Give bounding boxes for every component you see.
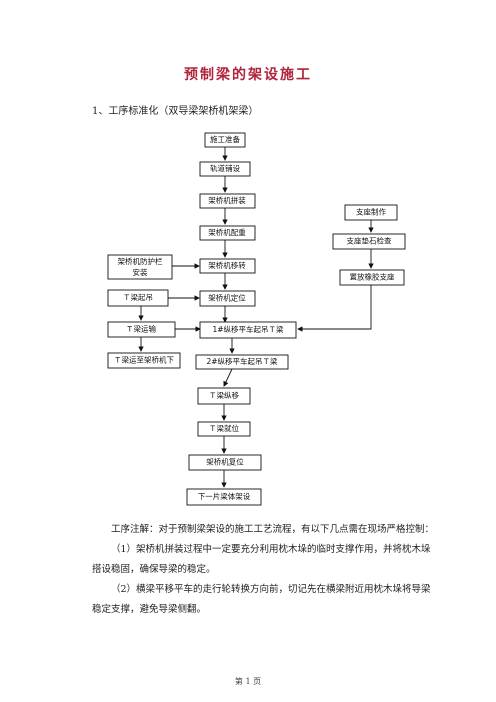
flow-node-bearing-place: 置放橡胶支座 — [339, 269, 405, 286]
flow-node-guardrail: 架桥机防护栏 安装 — [107, 254, 173, 280]
svg-text:1#纵移平车起吊Ｔ梁: 1#纵移平车起吊Ｔ梁 — [212, 324, 284, 334]
flow-node-move: 架桥机移转 — [199, 258, 256, 274]
svg-text:架桥机拼装: 架桥机拼装 — [208, 195, 246, 205]
svg-text:支座垫石检查: 支座垫石检查 — [347, 236, 392, 246]
flow-connectors — [138, 147, 374, 488]
section-heading: 1、工序标准化（双导梁架桥机架梁） — [92, 106, 259, 117]
flow-node-lift-2: 2#纵移平车起吊Ｔ梁 — [195, 354, 289, 370]
svg-text:架桥机定位: 架桥机定位 — [208, 293, 246, 303]
svg-text:安装: 安装 — [133, 267, 148, 277]
flow-node-bearing-check: 支座垫石检查 — [332, 233, 406, 250]
svg-text:支座制作: 支座制作 — [356, 207, 386, 217]
svg-text:架桥机复位: 架桥机复位 — [206, 457, 244, 467]
flow-node-prep: 施工准备 — [204, 132, 246, 148]
flow-node-next: 下一片梁体架设 — [186, 488, 262, 506]
flow-node-reset: 架桥机复位 — [188, 454, 262, 471]
svg-text:轨道铺设: 轨道铺设 — [210, 163, 240, 173]
flow-node-seat: Ｔ梁就位 — [197, 421, 251, 437]
flowchart: 施工准备 轨道铺设 架桥机拼装 架桥机配重 架桥机移转 架桥机定位 1#纵移平车… — [107, 132, 406, 506]
flow-node-beam-transport: Ｔ梁运输 — [107, 321, 176, 338]
svg-text:置放橡胶支座: 置放橡胶支座 — [350, 272, 395, 282]
flow-node-track: 轨道铺设 — [199, 161, 251, 177]
svg-text:架桥机配重: 架桥机配重 — [208, 227, 246, 237]
svg-text:Ｔ梁起吊: Ｔ梁起吊 — [123, 293, 153, 302]
flow-node-counterweight: 架桥机配重 — [199, 225, 256, 241]
svg-text:2#纵移平车起吊Ｔ梁: 2#纵移平车起吊Ｔ梁 — [206, 356, 278, 366]
svg-text:架桥机移转: 架桥机移转 — [208, 260, 246, 270]
svg-text:下一片梁体架设: 下一片梁体架设 — [198, 491, 251, 501]
flow-node-beam-lift: Ｔ梁起吊 — [107, 289, 169, 307]
flow-node-position: 架桥机定位 — [199, 290, 256, 307]
svg-text:施工准备: 施工准备 — [210, 134, 240, 144]
svg-text:Ｔ梁就位: Ｔ梁就位 — [209, 423, 239, 433]
svg-text:Ｔ梁运至架桥机下: Ｔ梁运至架桥机下 — [114, 355, 174, 365]
note-item-2: （2）横梁平移平车的走行轮转换方向前，切记先在横梁附近用枕木垛将导梁稳定支撑，避… — [92, 584, 431, 615]
flow-node-bearing-make: 支座制作 — [344, 204, 398, 221]
svg-text:Ｔ梁纵移: Ｔ梁纵移 — [209, 390, 239, 400]
flow-node-assemble: 架桥机拼装 — [199, 193, 256, 209]
notes-intro: 工序注解：对于预制梁架设的施工工艺流程，有以下几点需在现场严格控制： — [111, 524, 435, 535]
document-title: 预制梁的架设施工 — [184, 67, 312, 83]
svg-text:架桥机防护栏: 架桥机防护栏 — [118, 256, 163, 266]
flow-node-longitudinal: Ｔ梁纵移 — [197, 387, 251, 405]
svg-text:Ｔ梁运输: Ｔ梁运输 — [126, 324, 156, 334]
note-item-1: （1）架桥机拼装过程中一定要充分利用枕木垛的临时支撑作用，并将枕木垛搭设稳固，确… — [92, 544, 431, 575]
flow-node-beam-arrive: Ｔ梁运至架桥机下 — [107, 352, 181, 369]
page-number: 第 1 页 — [234, 677, 262, 686]
flow-node-lift-1: 1#纵移平车起吊Ｔ梁 — [199, 321, 297, 339]
process-notes: 工序注解：对于预制梁架设的施工工艺流程，有以下几点需在现场严格控制： （1）架桥… — [92, 520, 436, 620]
